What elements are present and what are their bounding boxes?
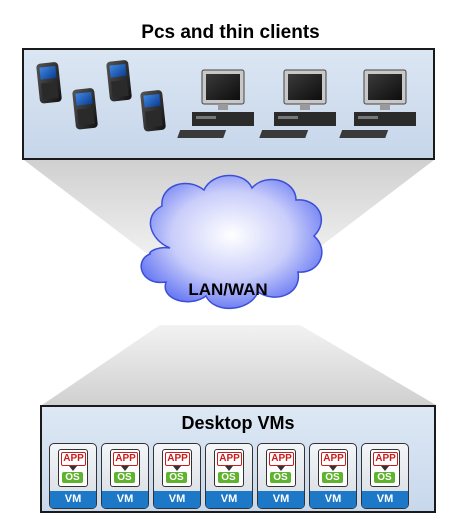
desktop-vms-panel: Desktop VMs APP OS VM APP OS VM APP OS [40,405,436,513]
down-arrow-icon [173,466,181,471]
app-label: APP [61,452,86,466]
desktop-pc-icon [259,69,336,138]
os-label: OS [270,472,291,483]
os-label: OS [166,472,187,483]
smartphone-icon [72,88,98,130]
desktop-vms-title: Desktop VMs [181,413,295,433]
vm-tile: APP OS VM [361,443,409,509]
vm-label: VM [310,491,356,508]
vm-label: VM [50,491,96,508]
vm-stack: APP OS [214,449,244,487]
down-arrow-icon [225,466,233,471]
desktop-pc-icon [177,69,254,138]
vm-stack: APP OS [58,449,88,487]
down-arrow-icon [329,466,337,471]
app-label: APP [217,452,242,466]
app-label: APP [373,452,398,466]
vm-tile: APP OS VM [49,443,97,509]
app-label: APP [165,452,190,466]
vm-tile: APP OS VM [101,443,149,509]
app-label: APP [321,452,346,466]
vm-label: VM [362,491,408,508]
vm-tile: APP OS VM [257,443,305,509]
vm-label: VM [154,491,200,508]
network-label: LAN/WAN [188,280,268,299]
vm-stack: APP OS [370,449,400,487]
desktop-pc-icon [339,69,416,138]
client-devices [36,60,416,138]
vm-stack: APP OS [110,449,140,487]
clients-panel [22,48,435,160]
os-label: OS [218,472,239,483]
vm-tile: APP OS VM [205,443,253,509]
cloud-icon [140,174,323,310]
app-label: APP [269,452,294,466]
smartphone-icon [36,62,62,104]
vm-label: VM [102,491,148,508]
vm-row: APP OS VM APP OS VM APP OS VM APP [49,443,409,509]
os-label: OS [322,472,343,483]
bottom-funnel [42,325,436,405]
os-label: OS [114,472,135,483]
down-arrow-icon [121,466,129,471]
vm-tile: APP OS VM [309,443,357,509]
vm-label: VM [258,491,304,508]
vm-stack: APP OS [318,449,348,487]
down-arrow-icon [69,466,77,471]
smartphone-icon [140,90,166,132]
app-label: APP [113,452,138,466]
smartphone-icon [106,60,132,102]
vm-stack: APP OS [266,449,296,487]
os-label: OS [62,472,83,483]
os-label: OS [374,472,395,483]
vm-stack: APP OS [162,449,192,487]
vm-tile: APP OS VM [153,443,201,509]
down-arrow-icon [381,466,389,471]
vm-label: VM [206,491,252,508]
down-arrow-icon [277,466,285,471]
clients-title: Pcs and thin clients [141,22,320,43]
